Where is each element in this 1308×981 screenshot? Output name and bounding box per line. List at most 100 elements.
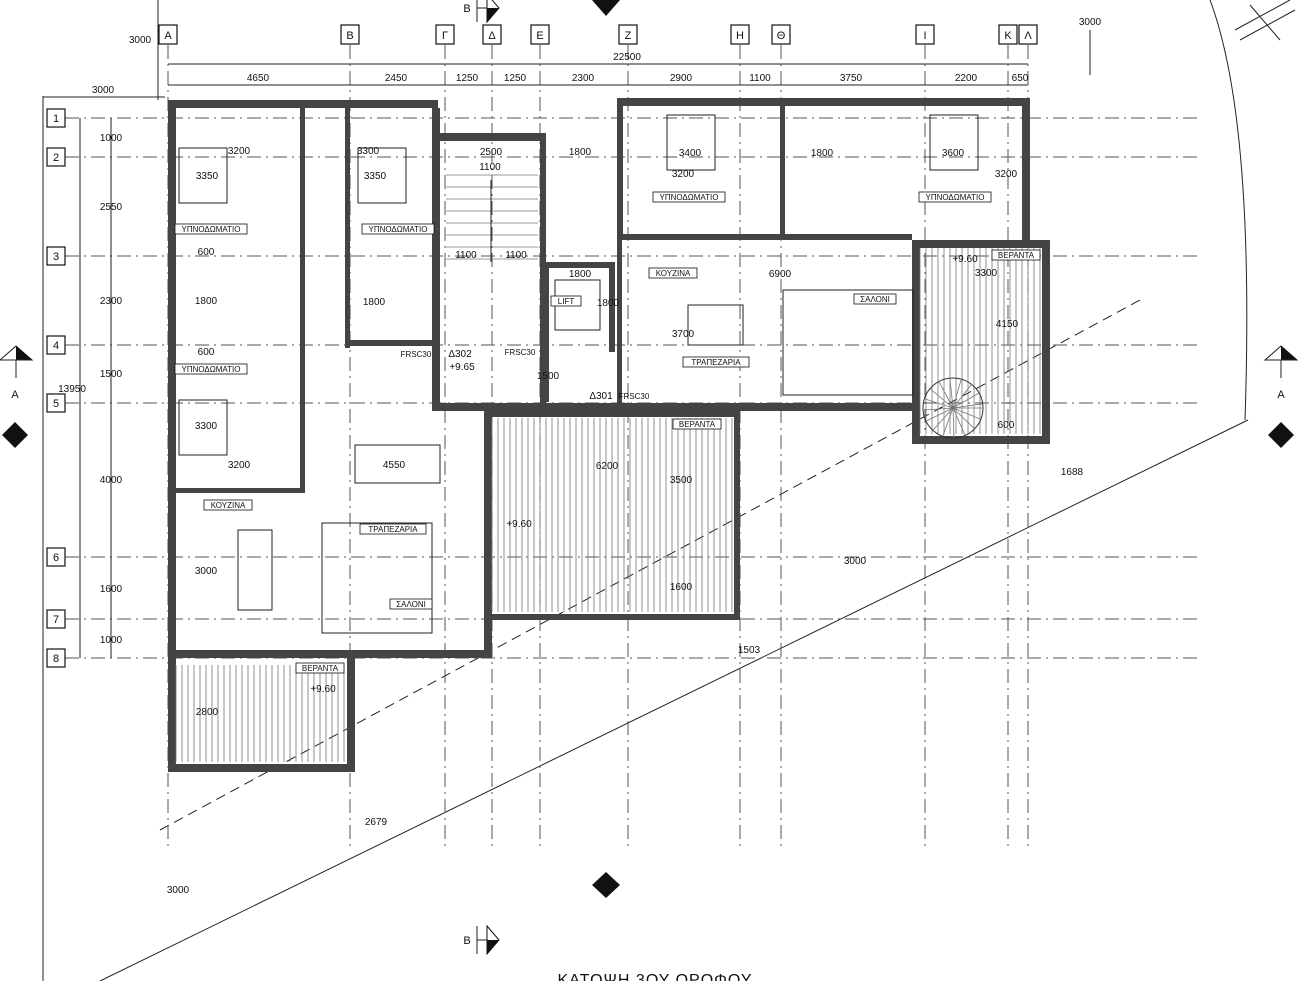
grid-label-box	[46, 648, 66, 668]
section-mark-icon	[476, 0, 500, 24]
interior-dimension: 3200	[995, 169, 1018, 180]
room-label-box	[648, 267, 698, 279]
setback-dimension: 2679	[365, 817, 388, 828]
furniture	[929, 114, 979, 171]
furniture	[321, 522, 433, 634]
top-dimension: 2900	[670, 73, 693, 84]
section-label: B	[463, 3, 470, 15]
setback-dimension: 3000	[167, 885, 190, 896]
room-label: ΤΡΑΠΕΖΑΡΙΑ	[368, 525, 418, 534]
grid-label-box	[46, 547, 66, 567]
top-dimension: 1100	[749, 73, 771, 84]
interior-dimension: 3350	[364, 171, 387, 182]
left-dimension: 4000	[100, 475, 123, 486]
grid-column-label: Η	[736, 30, 744, 42]
room-label-box	[295, 662, 345, 674]
interior-dimension: 6200	[596, 461, 619, 472]
left-dimension: 1000	[100, 635, 123, 646]
grid-column-label: Ε	[536, 30, 543, 42]
grid-column-label: Κ	[1004, 30, 1012, 42]
room-label: ΤΡΑΠΕΖΑΡΙΑ	[691, 358, 741, 367]
interior-dimension: 3500	[670, 475, 693, 486]
room-label: ΒΕΡΑΝΤΑ	[998, 251, 1035, 260]
room-label-box	[672, 418, 722, 430]
setback-dimension: 1503	[738, 645, 761, 656]
interior-dimension: 1600	[670, 582, 693, 593]
section-mark-icon	[476, 924, 500, 956]
room-label-box	[174, 223, 248, 235]
interior-dimension: 3200	[228, 460, 251, 471]
interior-dimension: 1800	[569, 269, 592, 280]
grid-label-box	[530, 24, 550, 45]
fire-door-label: FRSC30	[401, 350, 432, 359]
interior-dimension: 1500	[537, 371, 560, 382]
furniture	[178, 147, 228, 204]
grid-label-box	[915, 24, 935, 45]
interior-dimension: 3200	[228, 146, 251, 157]
room-label-box	[918, 191, 992, 203]
grid-row-label: 8	[53, 653, 59, 665]
section-label: B	[463, 935, 470, 947]
furniture	[354, 444, 441, 484]
top-dimension: 2300	[572, 73, 595, 84]
left-dimension: 1600	[100, 584, 123, 595]
interior-dimension: 2800	[196, 707, 219, 718]
elevation-mark-icon	[2, 422, 28, 448]
left-dimension: 1500	[100, 369, 123, 380]
interior-dimension: 4150	[996, 319, 1019, 330]
interior-dimension: 1100	[479, 162, 501, 173]
room-label: ΥΠΝΟΔΩΜΑΤΙΟ	[659, 193, 718, 202]
room-label: ΒΕΡΑΝΤΑ	[302, 664, 339, 673]
drawing-title: ΚΑΤΟΨΗ 3ΟΥ ΟΡΟΦΟΥ	[557, 972, 752, 981]
elevation-mark-icon	[592, 872, 620, 898]
setback-dimension: 3000	[92, 85, 115, 96]
room-label: ΣΑΛΟΝΙ	[396, 600, 426, 609]
room-label-box	[991, 249, 1041, 261]
room-label: ΚΟΥΖΙΝΑ	[656, 269, 691, 278]
room-label: ΥΠΝΟΔΩΜΑΤΙΟ	[181, 365, 240, 374]
grid-label-box	[46, 108, 66, 128]
grid-label-box	[340, 24, 360, 45]
grid-label-box	[46, 609, 66, 629]
interior-dimension: 3300	[195, 421, 218, 432]
left-dimension: 1000	[100, 133, 123, 144]
grid-label-box	[998, 24, 1018, 45]
room-label-box	[853, 293, 897, 305]
setback-dimension: 3000	[844, 556, 867, 567]
room-label: ΥΠΝΟΔΩΜΑΤΙΟ	[368, 225, 427, 234]
grid-label-box	[435, 24, 455, 45]
interior-dimension: 1800	[597, 298, 620, 309]
top-dimension: 2200	[955, 73, 978, 84]
interior-dimension: 3350	[196, 171, 219, 182]
elevation-mark-icon	[592, 0, 620, 16]
room-label-box	[174, 363, 248, 375]
grid-label-box	[771, 24, 791, 45]
room-label-box	[389, 598, 433, 610]
grid-column-label: Θ	[777, 30, 786, 42]
elevation-mark-icon	[1268, 422, 1294, 448]
setback-dimension: 3000	[129, 35, 152, 46]
furniture	[237, 529, 273, 611]
fire-door-label: FRSC30	[505, 348, 536, 357]
interior-dimension: 4550	[383, 460, 406, 471]
interior-dimension: 1800	[569, 147, 592, 158]
grid-label-box	[730, 24, 750, 45]
interior-dimension: 3700	[672, 329, 695, 340]
room-label-box	[203, 499, 253, 511]
grid-label-box	[482, 24, 502, 45]
room-label-box	[361, 223, 435, 235]
top-dimension: 4650	[247, 73, 270, 84]
overall-width-dimension: 22500	[613, 52, 641, 63]
interior-dimension: 3000	[195, 566, 218, 577]
grid-label-box	[158, 24, 178, 45]
top-dimension: 1250	[456, 73, 479, 84]
interior-dimension: 2500	[480, 147, 503, 158]
level-mark: +9.60	[506, 519, 532, 530]
north-arrow-icon	[1234, 0, 1296, 41]
room-label-box	[652, 191, 726, 203]
section-mark-icon	[0, 345, 34, 378]
interior-dimension: 3200	[672, 169, 695, 180]
grid-row-label: 1	[53, 113, 59, 125]
grid-row-label: 6	[53, 552, 59, 564]
